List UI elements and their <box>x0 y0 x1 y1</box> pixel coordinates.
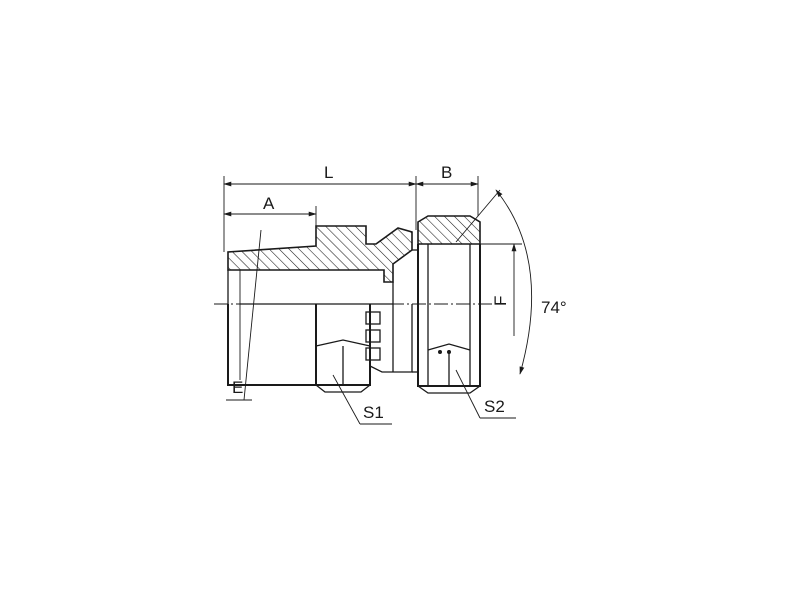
label-angle: 74° <box>541 298 567 317</box>
label-f: F <box>491 296 510 306</box>
hex-s1 <box>315 304 413 393</box>
body-upper-section <box>227 225 413 283</box>
label-e: E <box>232 378 243 397</box>
label-a: A <box>263 194 275 213</box>
nut-upper-section <box>417 215 481 245</box>
label-l: L <box>324 163 333 182</box>
label-s2: S2 <box>484 397 505 416</box>
swivel-nut-s2 <box>412 215 481 394</box>
label-b: B <box>441 163 452 182</box>
thread-lower-outline <box>227 304 316 386</box>
dimension-a: A <box>223 194 317 226</box>
dimension-b: B <box>415 163 479 216</box>
leader-s1: S1 <box>332 374 392 425</box>
label-s1: S1 <box>363 403 384 422</box>
leader-e: E <box>226 229 262 401</box>
leader-s2: S2 <box>455 369 516 419</box>
dimension-f: F <box>480 243 522 336</box>
male-thread-end <box>227 225 413 386</box>
angle-74: 74° <box>455 189 567 375</box>
